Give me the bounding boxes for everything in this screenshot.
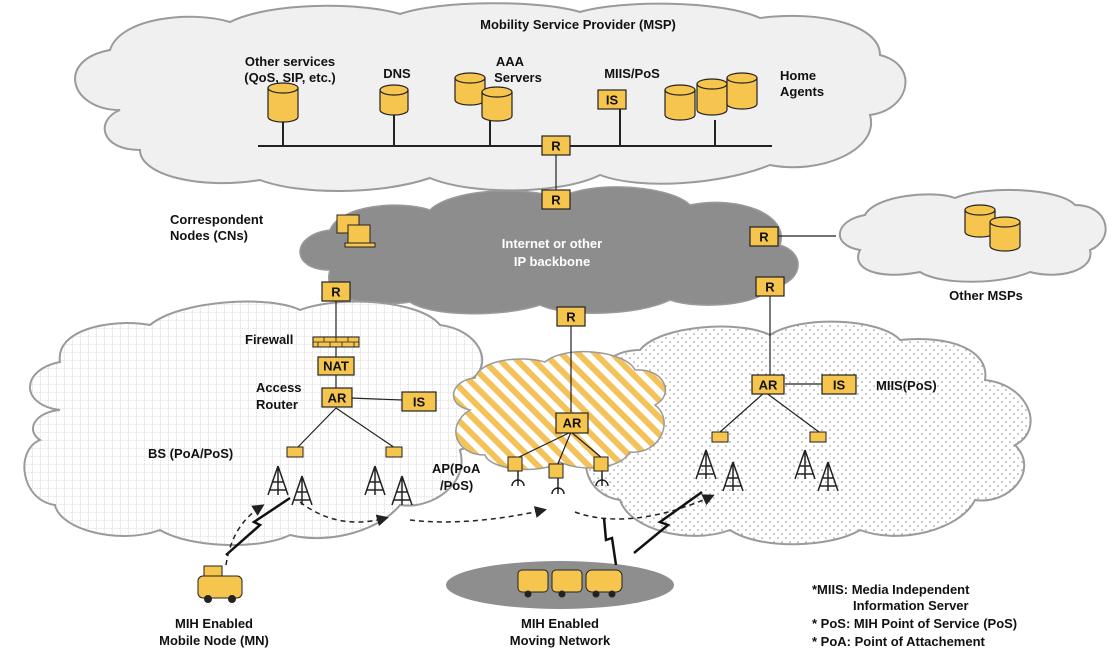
handover-arrows [225,494,715,566]
msp-title: Mobility Service Provider (MSP) [480,17,676,32]
ap-box-right [593,456,609,472]
aaa-servers-label: Servers [494,70,542,85]
mobile-node-label-1: MIH Enabled [175,616,253,631]
ap-label-1: AP(PoA [432,461,481,476]
mobile-node-vehicle-icon [197,565,243,603]
mobile-node-label-2: Mobile Node (MN) [159,633,269,648]
miis-right-label: MIIS(PoS) [876,378,937,393]
correspondent-nodes-label: Nodes (CNs) [170,228,248,243]
ap-label-2: /PoS) [440,478,473,493]
other-services-label: Other services [245,54,335,69]
legend-line-4: * PoA: Point of Attachement [812,634,986,649]
moving-network-label-2: Moving Network [510,633,611,648]
backbone-router-top: R [541,189,571,210]
msp-router: R [541,135,571,156]
svg-text:R: R [566,310,576,325]
bs-label: BS (PoA/PoS) [148,446,233,461]
right-bs-box-right [809,431,827,443]
other-msps-router: R [749,226,779,247]
center-bs-box [385,446,403,458]
left-is-box: IS [401,391,437,412]
connection-lines [296,154,836,467]
firewall-icon [312,336,360,348]
wireless-links [225,490,703,566]
nat-box: NAT [317,356,355,376]
moving-access-router: AR [555,412,589,434]
svg-text:AR: AR [563,416,582,431]
agents-label: Agents [780,84,824,99]
aaa-label: AAA [496,54,525,69]
other-msps-label: Other MSPs [949,288,1023,303]
svg-text:R: R [331,285,341,300]
right-access-router: AR [751,374,785,395]
right-access-network-cloud [585,320,1032,546]
ap-box-middle [548,463,564,479]
home-label: Home [780,68,816,83]
other-services-sub-label: (QoS, SIP, etc.) [244,70,336,85]
svg-text:IS: IS [833,378,846,393]
msp-is-box: IS [597,89,627,110]
svg-text:AR: AR [328,391,347,406]
ip-backbone-label: IP backbone [514,254,590,269]
svg-text:NAT: NAT [323,359,349,374]
right-is-box: IS [821,374,857,395]
tower-icons [267,449,839,506]
svg-text:AR: AR [759,378,778,393]
left-access-router: AR [321,387,353,408]
correspondent-node-computer-icon [336,214,376,248]
moving-network-router: R [556,306,586,327]
svg-text:R: R [759,230,769,245]
dns-database-icon [379,84,409,116]
moving-network-cloud [452,351,666,471]
svg-text:R: R [765,280,775,295]
svg-text:IS: IS [606,93,619,108]
internet-cloud [299,186,799,315]
right-bs-box-left [711,431,729,443]
left-network-router: R [321,281,351,302]
other-msps-database-icon [964,204,1021,252]
right-network-router: R [755,276,785,297]
other-services-database-icon [267,82,299,123]
dns-label: DNS [383,66,411,81]
correspondent-label: Correspondent [170,212,264,227]
router-label: Router [256,397,298,412]
moving-network-train-icon [517,569,623,598]
access-label: Access [256,380,302,395]
moving-network-label-1: MIH Enabled [521,616,599,631]
internet-label: Internet or other [502,236,602,251]
left-bs-box [286,446,304,458]
legend-line-3: * PoS: MIH Point of Service (PoS) [812,616,1017,631]
firewall-label: Firewall [245,332,293,347]
home-agent-database-icon [664,72,758,121]
miis-pos-label: MIIS/PoS [604,66,660,81]
svg-text:IS: IS [413,395,426,410]
legend-line-2: Information Server [853,598,969,613]
svg-text:R: R [551,193,561,208]
ap-box-left [507,456,523,472]
svg-text:R: R [551,139,561,154]
legend-line-1: *MIIS: Media Independent [812,582,970,597]
aaa-server-database-icon [454,72,513,122]
